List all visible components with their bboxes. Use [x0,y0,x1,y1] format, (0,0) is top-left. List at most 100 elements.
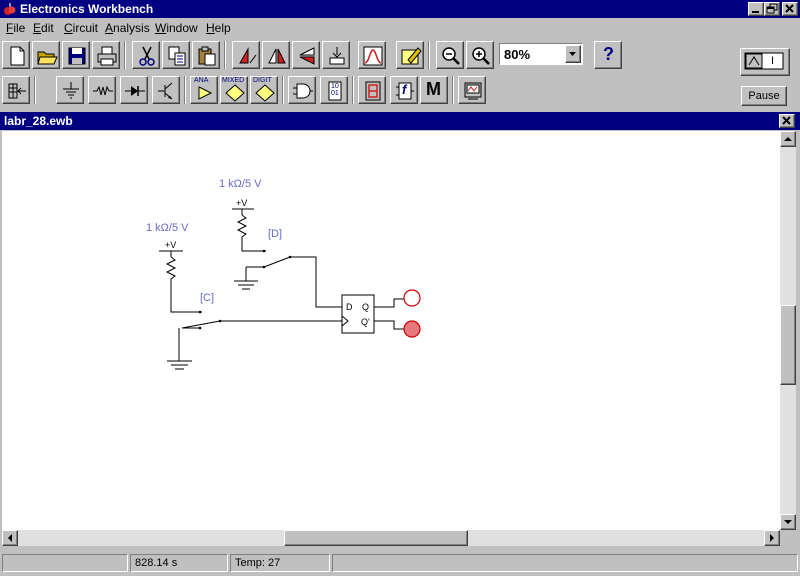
horizontal-scrollbar[interactable] [2,530,780,546]
switch-d[interactable] [245,250,342,308]
toolbar-separator [282,76,284,104]
scissors-icon [139,46,155,66]
copy-icon [168,46,186,66]
diode-icon [125,86,145,96]
horizontal-scroll-thumb[interactable] [284,530,468,546]
graph-button[interactable] [358,41,386,69]
ff-d-pin-label: D [346,302,353,312]
scroll-up-button[interactable] [780,131,796,147]
digital-chip-icon [328,81,342,101]
seven-segment-indicator-icon [365,81,381,101]
scroll-left-button[interactable] [2,530,18,546]
cut-button[interactable] [132,41,160,69]
menu-bar: File Edit Circuit Analysis Window Help [0,18,800,37]
favorites-bin-icon [8,83,26,99]
zoom-level-value: 80% [504,47,531,62]
instrument-icon [464,82,482,100]
controls-bin-button[interactable]: f [390,76,418,104]
pause-button[interactable]: Pause [741,86,787,106]
transistor-icon [158,82,173,100]
analog-ic-icon [198,86,213,100]
transistors-bin-button[interactable] [152,76,180,104]
copy-button[interactable] [162,41,190,69]
description-button[interactable] [396,41,424,69]
parts-bin-toolbar: ANA MIXED DIGIT 10 01 f M [0,74,800,106]
zoom-level-select[interactable]: 80% [499,43,583,65]
vcc-c-label: +V [165,240,176,250]
mixed-ics-bin-button[interactable]: MIXED [220,76,248,104]
menu-window[interactable]: Window [155,21,198,35]
minimize-icon [752,11,759,13]
new-button[interactable] [2,41,30,69]
open-folder-icon [37,51,58,65]
basic-bin-button[interactable] [88,76,116,104]
power-switch[interactable]: I [740,48,790,76]
restore-button[interactable] [764,2,780,16]
menu-edit[interactable]: Edit [33,21,54,35]
open-button[interactable] [32,41,60,69]
vertical-scroll-thumb[interactable] [780,305,796,385]
probe-q-bar[interactable] [403,320,421,338]
digital-bin-button[interactable]: 10 01 [320,76,348,104]
vcc-d-label: +V [236,198,247,208]
zoom-in-icon [472,47,490,65]
vcc-source-c[interactable] [159,250,183,257]
menu-circuit[interactable]: Circuit [64,21,99,35]
resistor-icon [93,85,113,96]
digital-ics-bin-button[interactable]: DIGIT [250,76,278,104]
indicators-bin-button[interactable] [358,76,386,104]
favorites-bin-button[interactable] [2,76,30,104]
rotate-button[interactable] [232,41,260,69]
flip-horizontal-button[interactable] [262,41,290,69]
ground-d [234,280,258,290]
instruments-bin-button[interactable] [458,76,486,104]
ground-c [167,360,192,370]
new-file-icon [10,46,25,66]
rotate-icon [239,47,257,64]
logic-gates-bin-button[interactable] [288,76,316,104]
app-logo-icon[interactable] [3,2,17,16]
pencil-note-icon [401,47,422,65]
app-title: Electronics Workbench [20,2,154,16]
ff-q-pin-label: Q [362,302,369,312]
scroll-down-button[interactable] [780,514,796,530]
vcc-source-d[interactable] [232,208,254,215]
sources-bin-button[interactable] [56,76,84,104]
resistor-c[interactable] [165,256,200,313]
diodes-bin-button[interactable] [120,76,148,104]
component-properties-button[interactable] [322,41,350,69]
zoom-out-icon [442,47,460,65]
ff-qbar-pin-label: Q' [361,317,370,327]
toolbar-separator [124,41,126,69]
save-button[interactable] [62,41,90,69]
scroll-right-button[interactable] [764,530,780,546]
document-close-button[interactable] [779,114,795,128]
close-button[interactable] [782,2,798,16]
analog-ics-bin-button[interactable]: ANA [190,76,218,104]
arrow-left-icon [8,534,12,542]
menu-file[interactable]: File [6,21,26,35]
switch-c[interactable] [178,311,342,361]
main-toolbar: ? [0,40,800,70]
graph-icon [363,46,383,66]
resistor-d[interactable] [236,214,264,252]
miscellaneous-bin-button[interactable]: M [420,76,448,104]
power-switch-icon [744,52,784,70]
close-icon [782,116,791,125]
print-button[interactable] [92,41,120,69]
minimize-button[interactable] [748,2,764,16]
simulation-time: 828.14 s [130,554,228,572]
vertical-scrollbar[interactable] [780,131,796,530]
d-flip-flop[interactable] [341,294,375,334]
probe-q[interactable] [403,289,421,307]
paste-button[interactable] [192,41,220,69]
zoom-out-button[interactable] [436,41,464,69]
menu-help[interactable]: Help [206,21,231,35]
help-button[interactable]: ? [594,41,622,69]
menu-analysis[interactable]: Analysis [105,21,150,35]
zoom-in-button[interactable] [466,41,494,69]
flip-vertical-button[interactable] [292,41,320,69]
zoom-dropdown-button[interactable] [565,45,581,63]
arrow-down-icon [784,520,792,524]
circuit-canvas[interactable]: 1 kΩ/5 V 1 kΩ/5 V +V +V [D] [C] D Q Q' [2,131,780,530]
